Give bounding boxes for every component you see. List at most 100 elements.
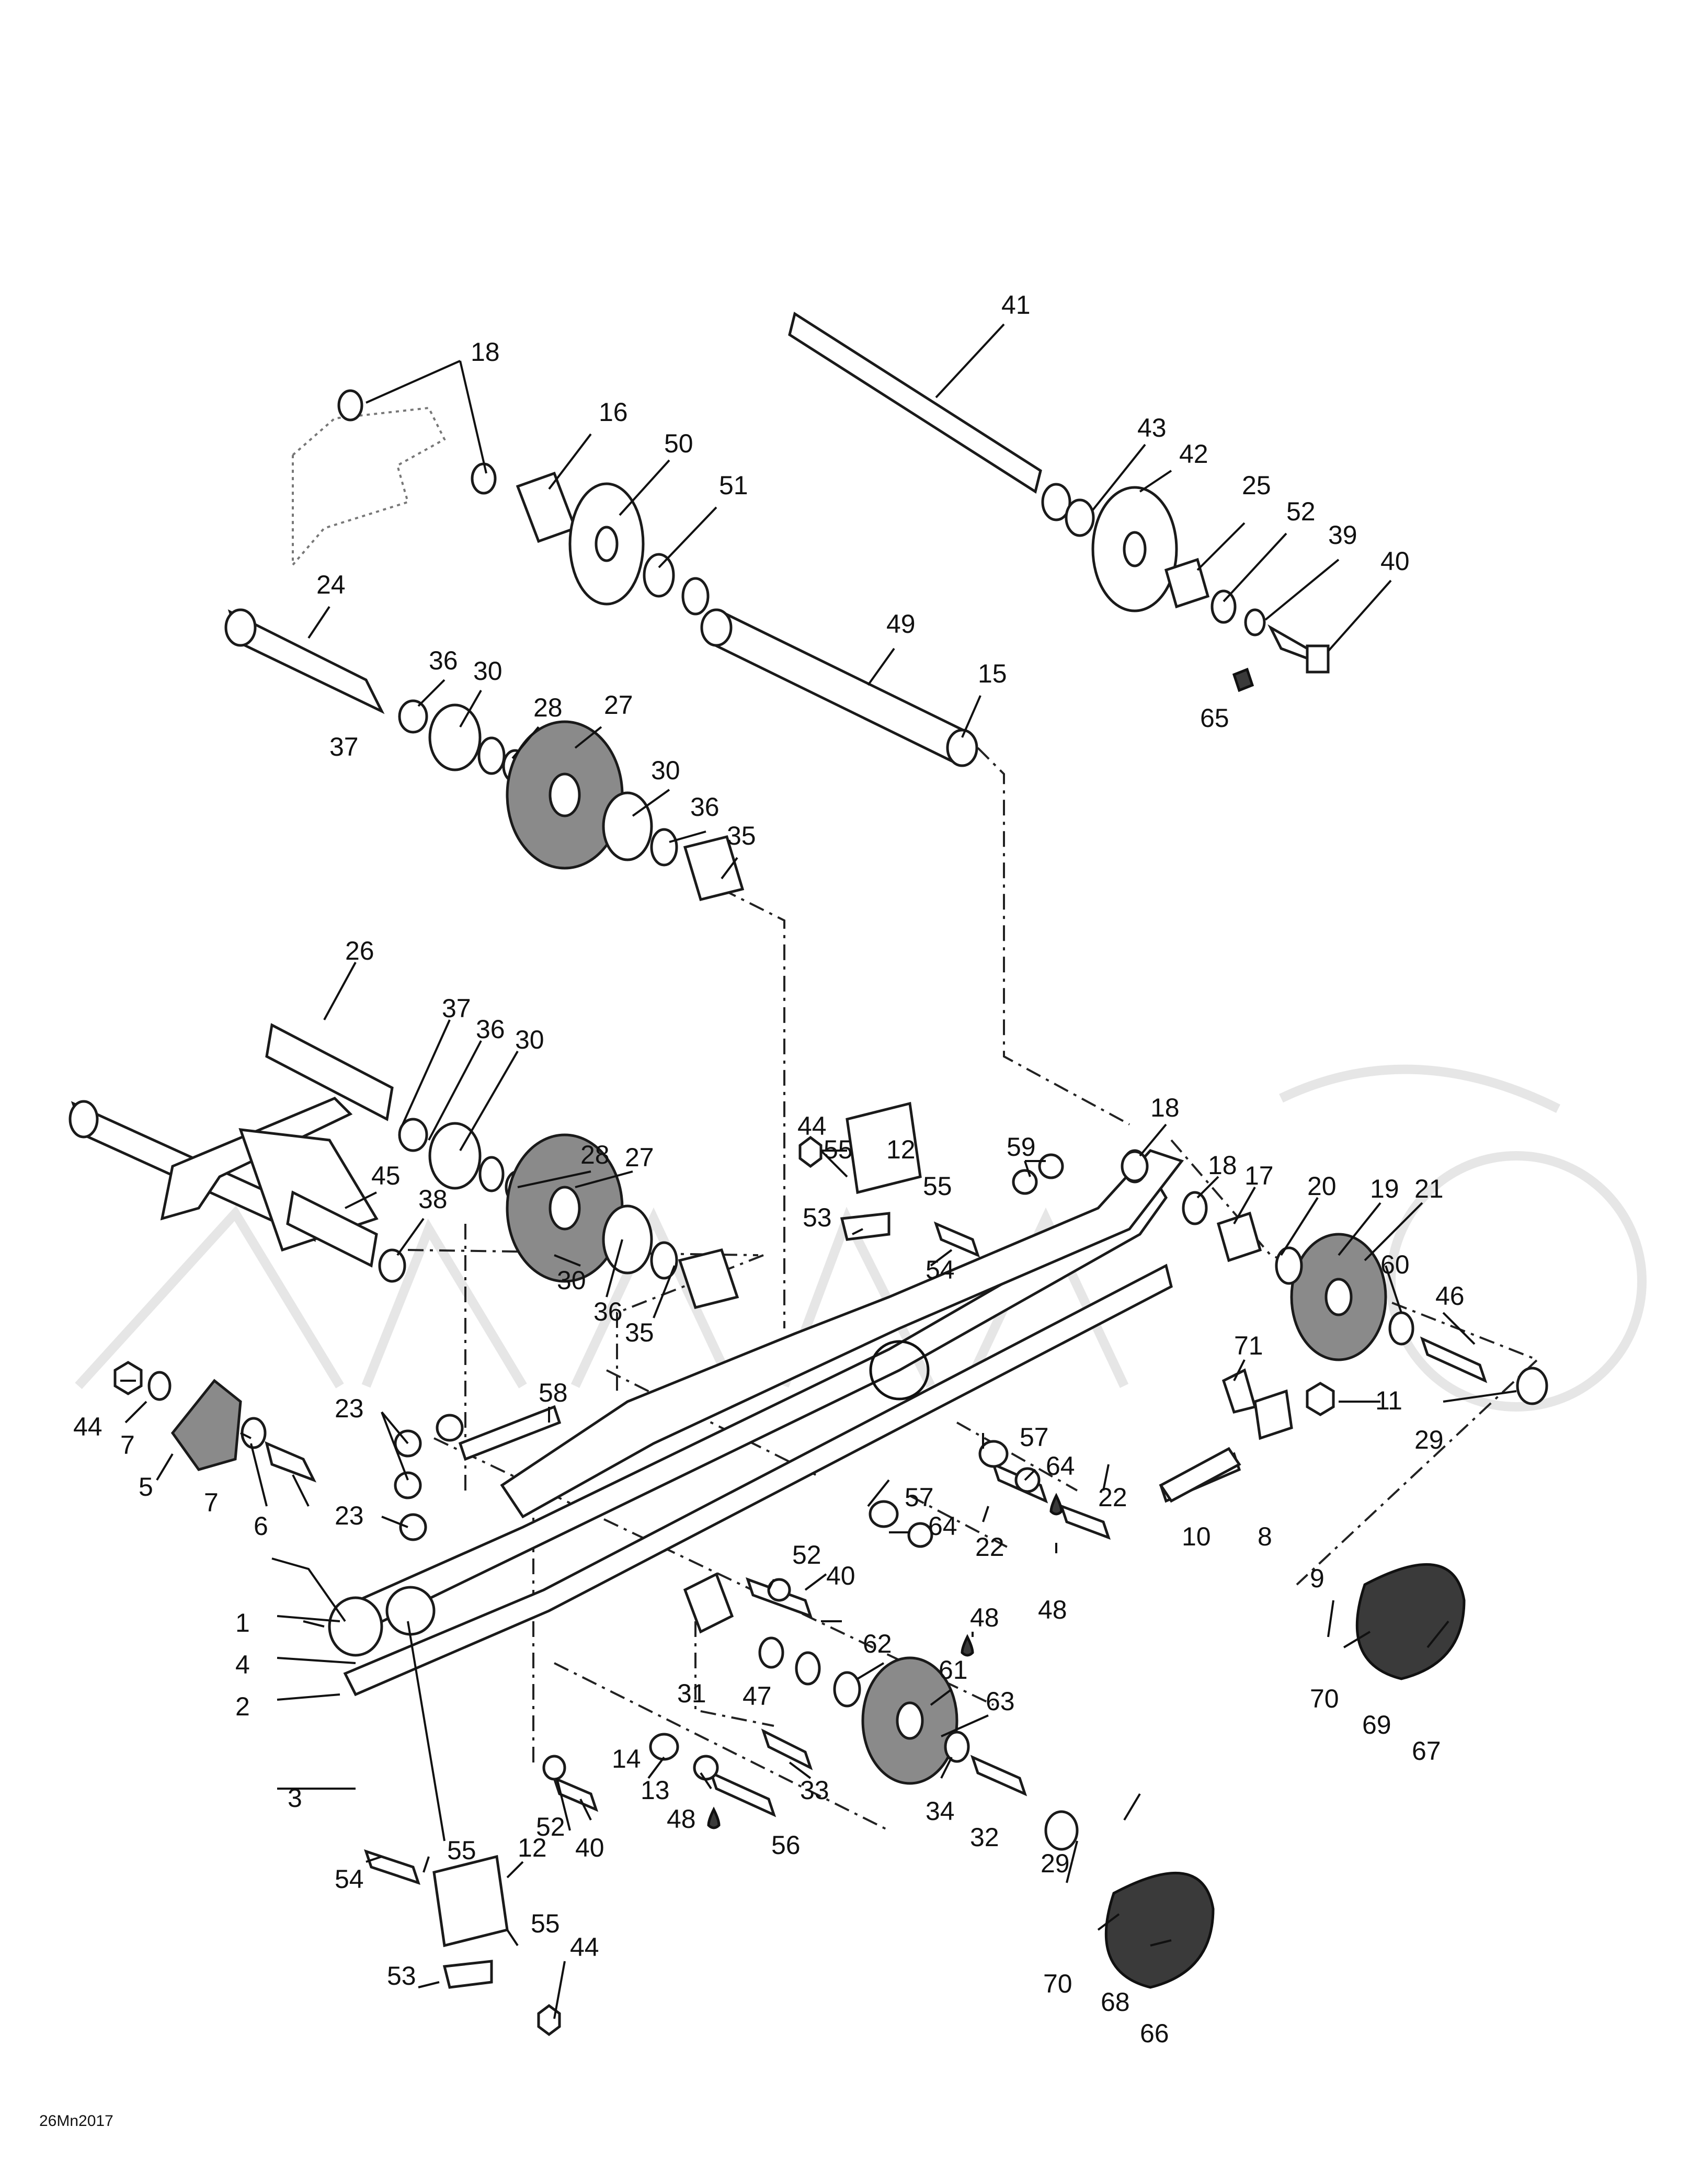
- bearing-icon: [833, 1671, 861, 1708]
- bracket-icon: [432, 1855, 509, 1948]
- bolt-icon: [364, 1849, 420, 1885]
- washer-icon: [649, 1733, 679, 1761]
- washer-icon: [428, 703, 482, 771]
- callout-40: 40: [575, 1833, 604, 1862]
- washer-icon: [428, 1122, 482, 1190]
- callout-35: 35: [727, 821, 756, 850]
- callout-1: 1: [235, 1608, 250, 1637]
- wheel-cover-icon: [1355, 1563, 1466, 1680]
- callout-60: 60: [1380, 1250, 1410, 1279]
- washer-icon: [650, 828, 678, 867]
- washer-icon: [378, 1248, 406, 1283]
- wheel-hub: [595, 526, 619, 562]
- bolt-head: [1306, 644, 1330, 674]
- callout-7: 7: [120, 1430, 135, 1460]
- washer-icon: [471, 462, 497, 495]
- callout-71: 71: [1234, 1331, 1263, 1360]
- wheel-hub: [549, 772, 581, 817]
- washer-icon: [1121, 1150, 1149, 1182]
- bolt-icon: [761, 1728, 813, 1770]
- callout-36: 36: [593, 1297, 623, 1326]
- adhesive-drop-icon: [961, 1634, 974, 1657]
- callout-47: 47: [743, 1681, 772, 1711]
- bracket-icon: [1253, 1389, 1293, 1440]
- washer-icon: [147, 1371, 172, 1401]
- washer-icon: [869, 1500, 899, 1528]
- callout-8: 8: [1258, 1522, 1272, 1551]
- callout-64: 64: [928, 1511, 957, 1541]
- nut-icon: [399, 1513, 427, 1541]
- callout-38: 38: [418, 1185, 448, 1214]
- bearing-icon: [478, 1156, 505, 1192]
- callout-24: 24: [316, 570, 346, 599]
- washer-icon: [1388, 1311, 1414, 1346]
- washer-icon: [978, 1440, 1009, 1468]
- callout-22: 22: [1098, 1483, 1127, 1512]
- spacer-icon: [516, 471, 577, 543]
- rail-tip: [328, 1596, 383, 1657]
- callout-57: 57: [905, 1483, 934, 1512]
- slide-rail-assembly: [328, 1149, 1293, 1697]
- callout-40: 40: [1380, 547, 1410, 576]
- callout-53: 53: [387, 1961, 416, 1990]
- shaft-icon: [788, 312, 1042, 494]
- bearing-icon: [477, 736, 506, 775]
- washer-icon: [1211, 589, 1237, 624]
- bolt-icon: [933, 1221, 980, 1258]
- callout-12: 12: [886, 1135, 916, 1164]
- callout-35: 35: [625, 1318, 654, 1347]
- callout-30: 30: [473, 656, 503, 686]
- callout-48: 48: [1038, 1595, 1067, 1624]
- callout-27: 27: [604, 690, 633, 720]
- callout-70: 70: [1043, 1969, 1072, 1998]
- callout-61: 61: [939, 1655, 968, 1685]
- callout-40: 40: [826, 1561, 855, 1590]
- wheel-hub: [1324, 1278, 1353, 1316]
- slider-shoe-icon: [170, 1379, 242, 1471]
- wheel-cap-icon: [1516, 1367, 1548, 1405]
- washer-icon: [693, 1755, 719, 1781]
- upper-right-assembly: [700, 312, 1330, 767]
- callout-27: 27: [625, 1143, 654, 1172]
- washer-icon: [1038, 1153, 1064, 1179]
- washer-icon: [241, 1417, 267, 1449]
- bracket-icon: [458, 1405, 562, 1461]
- callout-30: 30: [557, 1266, 586, 1295]
- washer-icon: [944, 1731, 970, 1763]
- callout-13: 13: [641, 1776, 670, 1805]
- callout-69: 69: [1362, 1710, 1391, 1739]
- nut-icon: [537, 2004, 561, 2037]
- callout-18: 18: [1150, 1093, 1180, 1122]
- callout-28: 28: [533, 693, 563, 722]
- callout-52: 52: [536, 1812, 565, 1841]
- callout-50: 50: [664, 429, 693, 458]
- callout-6: 6: [254, 1511, 268, 1541]
- spacer-icon: [683, 835, 745, 902]
- washer-icon: [907, 1522, 933, 1548]
- callout-32: 32: [970, 1823, 999, 1852]
- callout-39: 39: [1328, 520, 1357, 550]
- washer-icon: [795, 1651, 821, 1686]
- washer-icon: [398, 699, 428, 734]
- callout-29: 29: [1041, 1849, 1070, 1878]
- callout-36: 36: [429, 646, 458, 675]
- washer-icon: [602, 1204, 653, 1275]
- nut-icon: [436, 1414, 464, 1442]
- hardware: [113, 1101, 1548, 2037]
- slide-rail-icon: [332, 1169, 1168, 1633]
- detail-circle: [869, 1340, 930, 1401]
- callout-45: 45: [371, 1161, 401, 1190]
- callout-58: 58: [539, 1378, 568, 1407]
- nut-icon: [113, 1361, 143, 1395]
- callout-36: 36: [476, 1015, 505, 1044]
- nut-icon: [1306, 1382, 1335, 1416]
- slide-rail-icon: [343, 1264, 1173, 1697]
- bracket-icon: [846, 1101, 922, 1195]
- washer-icon: [758, 1636, 784, 1669]
- bolt-icon: [1059, 1504, 1111, 1540]
- callout-48: 48: [970, 1603, 999, 1632]
- callout-36: 36: [690, 792, 720, 822]
- callout-2: 2: [235, 1692, 250, 1721]
- callout-7: 7: [204, 1488, 219, 1517]
